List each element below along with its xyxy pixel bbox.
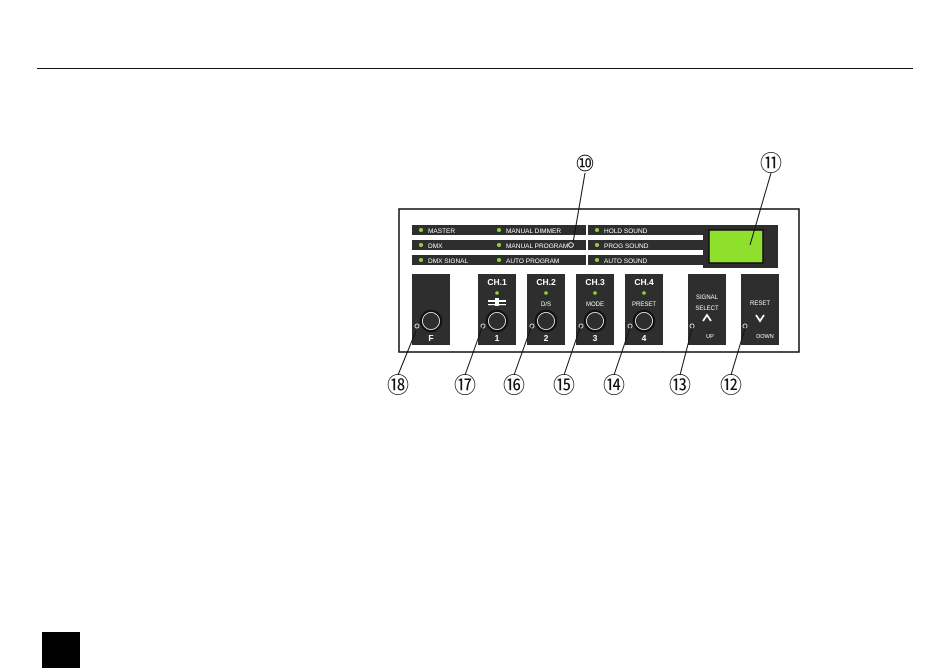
function-label: RESET xyxy=(750,301,770,307)
status-strip xyxy=(412,240,490,250)
status-label: PROG SOUND xyxy=(604,243,649,250)
fader-knob-icon xyxy=(495,298,499,306)
button-number: F xyxy=(428,333,433,343)
status-led xyxy=(419,258,423,262)
status-label: AUTO PROGRAM xyxy=(506,258,559,265)
status-label: DMX xyxy=(428,243,443,250)
function-label: SELECT xyxy=(695,306,719,312)
push-button[interactable] xyxy=(487,311,507,331)
callout-number: ⑮ xyxy=(553,373,575,398)
status-led xyxy=(419,228,423,232)
status-led xyxy=(497,258,501,262)
channel-label: CH.1 xyxy=(487,277,507,287)
status-led xyxy=(419,243,423,247)
button-panel[interactable]: CH.1 1 xyxy=(478,274,516,345)
button-number: 3 xyxy=(593,333,598,343)
status-led xyxy=(595,243,599,247)
push-button[interactable] xyxy=(536,311,556,331)
button-number: 2 xyxy=(544,333,549,343)
button-panel[interactable]: CH.2D/S 2 xyxy=(527,274,565,345)
channel-label: CH.4 xyxy=(634,277,654,287)
push-button[interactable] xyxy=(585,311,605,331)
channel-led xyxy=(593,291,597,295)
channel-led xyxy=(642,291,646,295)
status-label: DMX SIGNAL xyxy=(428,258,468,265)
function-label: SIGNAL xyxy=(696,295,719,301)
function-label: PRESET xyxy=(632,302,656,308)
callout-number: ⑪ xyxy=(760,151,782,176)
status-led xyxy=(595,258,599,262)
function-label: MODE xyxy=(586,302,604,308)
channel-label: CH.2 xyxy=(536,277,556,287)
channel-led xyxy=(544,291,548,295)
channel-label: CH.3 xyxy=(585,277,605,287)
push-button[interactable] xyxy=(634,311,654,331)
function-label: D/S xyxy=(541,302,551,308)
status-label: MANUAL DIMMER xyxy=(506,228,561,235)
button-panel[interactable]: RESET DOWN xyxy=(741,274,779,345)
status-label: MASTER xyxy=(428,228,455,235)
manual-program-marker xyxy=(569,243,574,248)
channel-led xyxy=(495,291,499,295)
callout-number: ⑯ xyxy=(503,373,525,398)
button-number: 4 xyxy=(642,333,647,343)
status-label: AUTO SOUND xyxy=(604,258,648,265)
display-screen xyxy=(709,230,763,263)
status-led xyxy=(497,228,501,232)
function-sublabel: UP xyxy=(706,334,714,340)
button-number: 1 xyxy=(495,333,500,343)
push-button[interactable] xyxy=(421,311,441,331)
status-label: MANUAL PROGRAM xyxy=(506,243,568,250)
callout-number: ⑬ xyxy=(669,373,691,398)
page-corner-marker xyxy=(42,632,80,668)
callout-number: ⑭ xyxy=(603,373,625,398)
callout-anchor xyxy=(415,324,419,328)
status-label: HOLD SOUND xyxy=(604,228,648,235)
callout-number: ⑫ xyxy=(720,373,742,398)
status-led xyxy=(595,228,599,232)
callout-number: ⑱ xyxy=(387,373,409,398)
status-led xyxy=(497,243,501,247)
function-sublabel: DOWN xyxy=(756,334,773,340)
callout-number: ⑰ xyxy=(454,373,476,398)
callout-number: ⑩ xyxy=(575,151,595,176)
button-panel[interactable]: SIGNAL SELECT UP xyxy=(688,274,726,345)
button-panel[interactable]: F xyxy=(412,274,450,345)
